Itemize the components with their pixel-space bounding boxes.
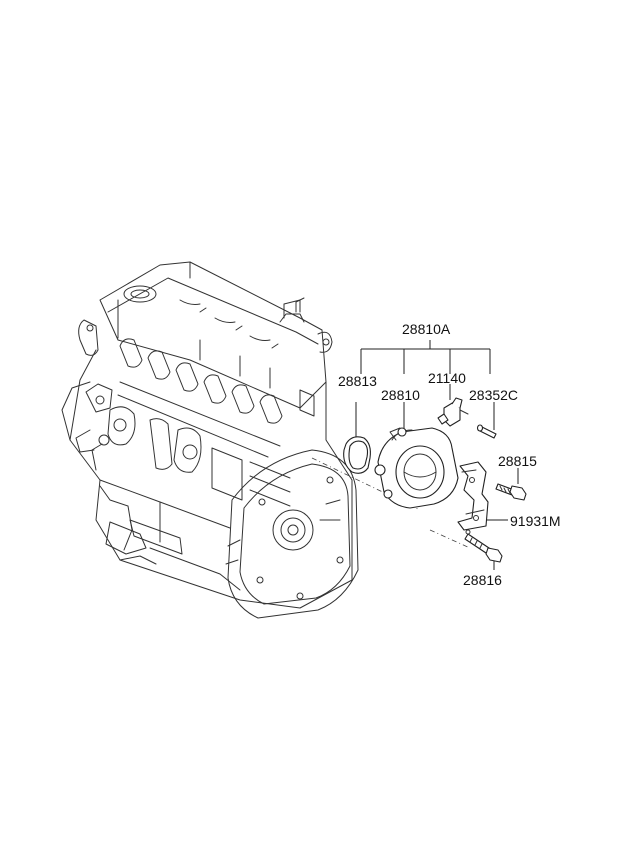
engine-assembly (61, 261, 359, 619)
part-label-28810A: 28810A (402, 321, 451, 337)
bolt-28815 (495, 483, 527, 501)
bracket-91931M (457, 461, 489, 531)
part-label-28813: 28813 (338, 373, 377, 389)
bolt-centerline (429, 529, 471, 549)
callout-leaders (355, 340, 519, 570)
bolt-28816 (464, 529, 503, 563)
part-label-21140: 21140 (428, 370, 466, 386)
sensor-21140 (437, 397, 469, 427)
vacuum-pump-28810 (374, 427, 459, 509)
part-label-28816: 28816 (463, 572, 502, 588)
part-label-28352C: 28352C (469, 387, 519, 403)
pin-28352C (476, 424, 497, 439)
part-label-28810: 28810 (381, 387, 420, 403)
part-label-28815: 28815 (498, 453, 537, 469)
part-label-91931M: 91931M (510, 513, 561, 529)
gasket-28813 (343, 436, 371, 474)
